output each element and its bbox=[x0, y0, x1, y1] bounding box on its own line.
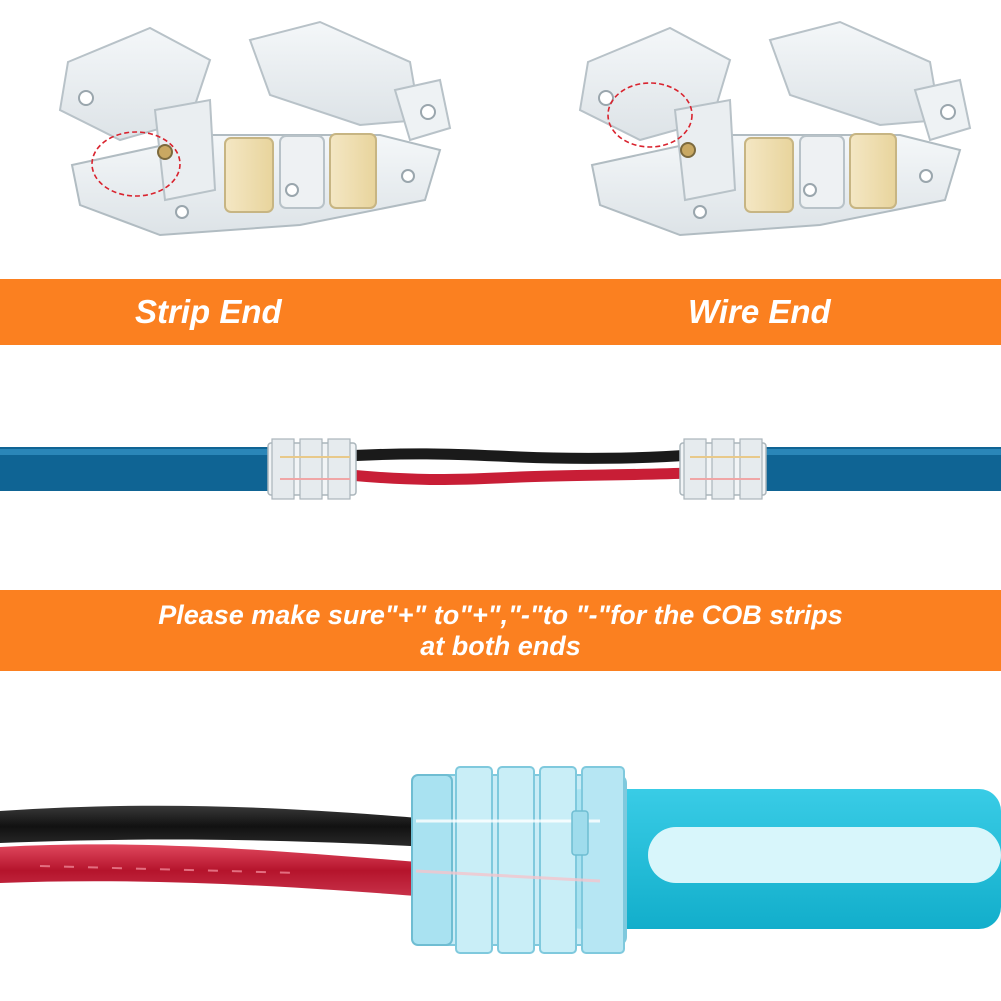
cob-connector-closeup-icon bbox=[0, 766, 1001, 954]
strip-end-connector-icon bbox=[58, 20, 452, 237]
closeup-connector-body-icon bbox=[411, 766, 627, 954]
strip-to-strip-jumper-icon bbox=[0, 438, 1001, 500]
end-labels-banner: Strip End Wire End bbox=[0, 279, 1001, 345]
polarity-note-banner: Please make sure"+" to"+","-"to "-"for t… bbox=[0, 590, 1001, 671]
right-jumper-connector-icon bbox=[679, 438, 767, 500]
red-wire bbox=[324, 467, 696, 485]
wire-end-label: Wire End bbox=[688, 293, 831, 330]
callout-circle-right bbox=[607, 82, 693, 148]
left-jumper-connector-icon bbox=[267, 438, 357, 500]
connector-closeup bbox=[0, 671, 1001, 1001]
callout-circle-left bbox=[91, 131, 181, 197]
jumper-assembly bbox=[0, 345, 1001, 590]
closeup-black-wire bbox=[0, 805, 430, 847]
polarity-note-line-2: at both ends bbox=[420, 630, 581, 661]
strip-end-label: Strip End bbox=[135, 293, 282, 330]
wire-end-connector-icon bbox=[578, 20, 972, 237]
closeup-led-line bbox=[648, 827, 1001, 883]
polarity-note-line-1: Please make sure"+" to"+","-"to "-"for t… bbox=[158, 599, 843, 630]
black-wire bbox=[324, 448, 696, 464]
connector-photo-svg bbox=[58, 20, 972, 237]
connector-photos bbox=[0, 0, 1001, 279]
